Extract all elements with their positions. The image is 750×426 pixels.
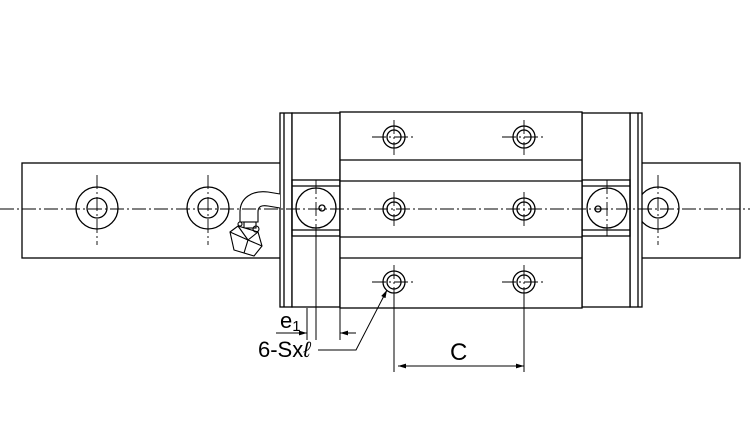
grease-nipple	[229, 191, 281, 257]
label-thread: 6-Sxℓ	[258, 337, 311, 362]
thread-leader	[318, 289, 388, 351]
label-c: C	[450, 339, 467, 366]
dimension-c	[393, 294, 525, 372]
dimension-e1	[276, 230, 356, 340]
label-e1: e1	[280, 308, 301, 335]
block-body	[339, 111, 583, 309]
